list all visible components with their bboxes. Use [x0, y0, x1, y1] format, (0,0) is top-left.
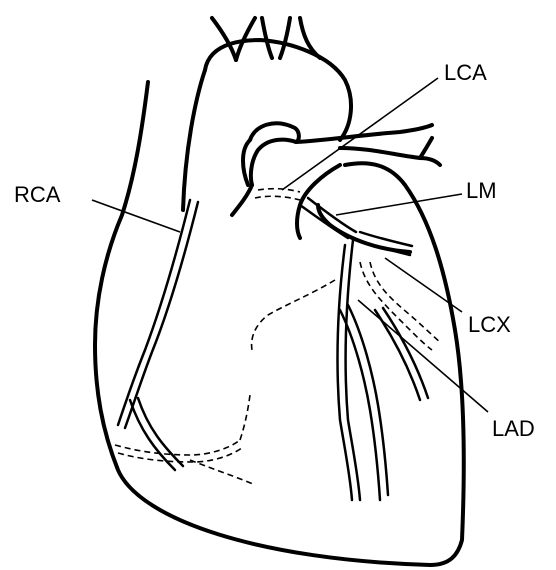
label-rca: RCA — [14, 182, 61, 207]
label-lca: LCA — [444, 60, 487, 85]
label-lm: LM — [466, 178, 497, 203]
label-lcx: LCX — [468, 312, 511, 337]
labels: LCA RCA LM LCX LAD — [14, 60, 535, 441]
leader-line-rca — [92, 200, 180, 232]
leader-line-lca — [282, 78, 438, 190]
label-lad: LAD — [492, 416, 535, 441]
leader-line-lm — [336, 194, 462, 215]
